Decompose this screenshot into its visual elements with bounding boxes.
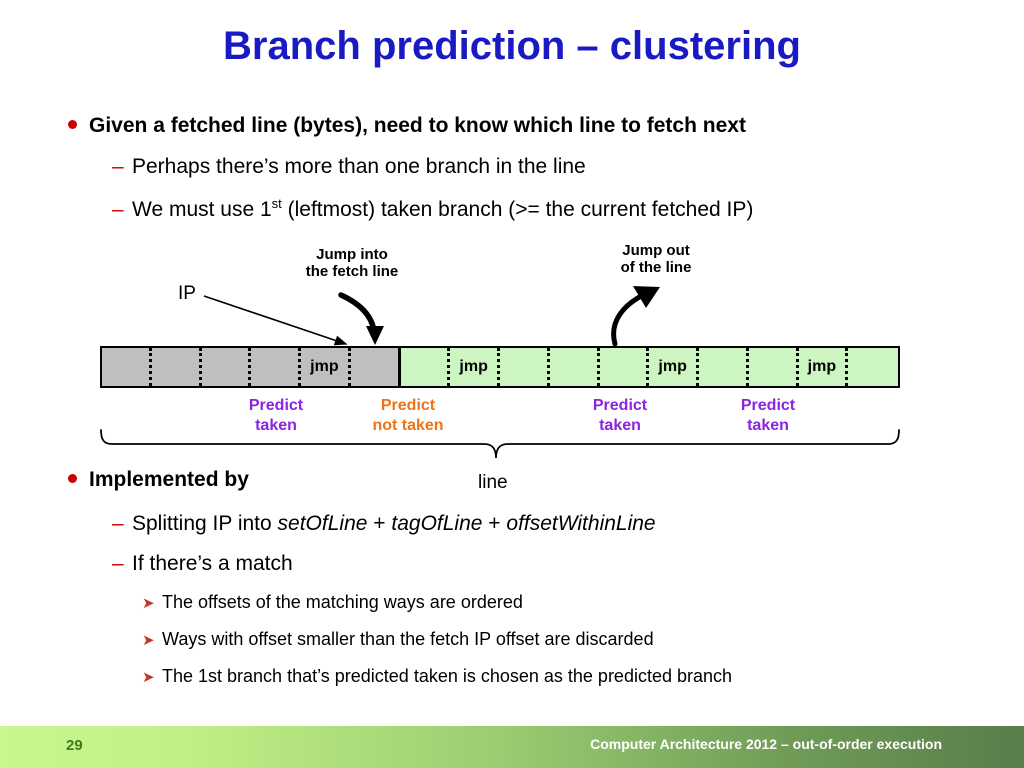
prediction-line2: taken bbox=[255, 417, 297, 434]
jump-out-arrow bbox=[611, 286, 660, 347]
bullet-level3-offsets-ordered: ➤ The offsets of the matching ways are or… bbox=[142, 592, 523, 613]
bullet-level1-given: Given a fetched line (bytes), need to kn… bbox=[68, 114, 746, 138]
prediction-line2: taken bbox=[747, 417, 789, 434]
bullet-level1-given-label: Given a fetched line (bytes), need to kn… bbox=[89, 114, 746, 137]
arrow-marker-icon: ➤ bbox=[142, 632, 155, 649]
plus-1: + bbox=[367, 512, 392, 535]
line-cell bbox=[350, 348, 401, 386]
cache-line-bar: jmp jmp jmp jmp bbox=[100, 346, 900, 388]
jump-out-label: Jump out of the line bbox=[588, 242, 724, 277]
arrow-marker-icon: ➤ bbox=[142, 669, 155, 686]
prediction-line2: not taken bbox=[372, 417, 444, 434]
bullet-level2-perhaps: –Perhaps there’s more than one branch in… bbox=[112, 155, 586, 179]
jump-out-line2: of the line bbox=[620, 259, 692, 277]
bullet-level2-wemustuse-pre: We must use 1 bbox=[132, 198, 272, 221]
prediction-line1: Predict bbox=[380, 397, 436, 414]
prediction-label-1: Predict taken bbox=[230, 396, 322, 436]
term-tagofline: tagOfLine bbox=[391, 512, 483, 535]
footer-bar bbox=[0, 726, 1024, 768]
page-number: 29 bbox=[66, 737, 83, 754]
dash-marker-icon: – bbox=[112, 552, 124, 575]
dash-marker-icon: – bbox=[112, 155, 124, 178]
prediction-label-2: Predict not taken bbox=[362, 396, 454, 436]
ip-label: IP bbox=[178, 283, 196, 304]
line-cell bbox=[102, 348, 152, 386]
ip-pointer-arrow bbox=[203, 295, 348, 346]
bullet-level1-implemented-label: Implemented by bbox=[89, 468, 249, 491]
dash-marker-icon: – bbox=[112, 512, 124, 535]
jump-out-line1: Jump out bbox=[622, 242, 690, 259]
line-cell bbox=[151, 348, 202, 386]
plus-2: + bbox=[482, 512, 507, 535]
line-cell-jmp: jmp bbox=[301, 348, 351, 386]
bullet-level2-ifmatch: –If there’s a match bbox=[112, 552, 293, 576]
page-title: Branch prediction – clustering bbox=[223, 24, 801, 68]
splitting-pre: Splitting IP into bbox=[132, 512, 278, 535]
bullet-level2-wemustuse: –We must use 1st (leftmost) taken branch… bbox=[112, 196, 754, 222]
bullet-level2-splitting: –Splitting IP into setOfLine + tagOfLine… bbox=[112, 512, 656, 536]
line-cell bbox=[500, 348, 550, 386]
line-cell bbox=[848, 348, 898, 386]
footer-course-text: Computer Architecture 2012 – out-of-orde… bbox=[590, 736, 942, 752]
bullet-level3-first-branch-label: The 1st branch that’s predicted taken is… bbox=[162, 666, 733, 686]
bullet-level3-offsets-ordered-label: The offsets of the matching ways are ord… bbox=[162, 592, 523, 612]
bullet-level2-wemustuse-post: (leftmost) taken branch (>= the current … bbox=[281, 198, 754, 221]
jump-into-arrow bbox=[338, 292, 384, 345]
dash-marker-icon: – bbox=[112, 198, 124, 221]
prediction-label-3: Predict taken bbox=[574, 396, 666, 436]
line-cell bbox=[748, 348, 799, 386]
jump-into-label: Jump into the fetch line bbox=[272, 246, 432, 281]
bullet-level1-implemented: Implemented by bbox=[68, 468, 249, 492]
jump-into-line1: Jump into bbox=[316, 246, 388, 263]
ordinal-suffix: st bbox=[271, 196, 282, 211]
prediction-line2: taken bbox=[599, 417, 641, 434]
bullet-dot-icon bbox=[68, 119, 77, 129]
prediction-label-4: Predict taken bbox=[722, 396, 814, 436]
line-brace-label: line bbox=[478, 472, 508, 493]
bullet-level2-ifmatch-label: If there’s a match bbox=[132, 552, 293, 575]
line-cell bbox=[549, 348, 600, 386]
prediction-line1: Predict bbox=[592, 397, 648, 414]
term-offsetwithinline: offsetWithinLine bbox=[506, 512, 656, 535]
bullet-level3-ways-discarded: ➤ Ways with offset smaller than the fetch… bbox=[142, 629, 654, 650]
line-cell bbox=[251, 348, 301, 386]
bullet-level3-first-branch: ➤ The 1st branch that’s predicted taken i… bbox=[142, 666, 732, 687]
line-cell bbox=[599, 348, 650, 386]
line-cell-jmp: jmp bbox=[649, 348, 699, 386]
line-cell bbox=[201, 348, 252, 386]
arrow-marker-icon: ➤ bbox=[142, 595, 155, 612]
bullet-dot-icon bbox=[68, 473, 77, 483]
bullet-level2-perhaps-label: Perhaps there’s more than one branch in … bbox=[132, 155, 586, 178]
term-setofline: setOfLine bbox=[277, 512, 368, 535]
prediction-line1: Predict bbox=[248, 397, 304, 414]
line-cell bbox=[400, 348, 451, 386]
prediction-line1: Predict bbox=[740, 397, 796, 414]
bullet-level3-ways-discarded-label: Ways with offset smaller than the fetch … bbox=[162, 629, 654, 649]
line-cell bbox=[699, 348, 749, 386]
jump-into-line2: the fetch line bbox=[305, 263, 399, 281]
line-cell-jmp: jmp bbox=[450, 348, 500, 386]
line-cell-jmp: jmp bbox=[798, 348, 849, 386]
